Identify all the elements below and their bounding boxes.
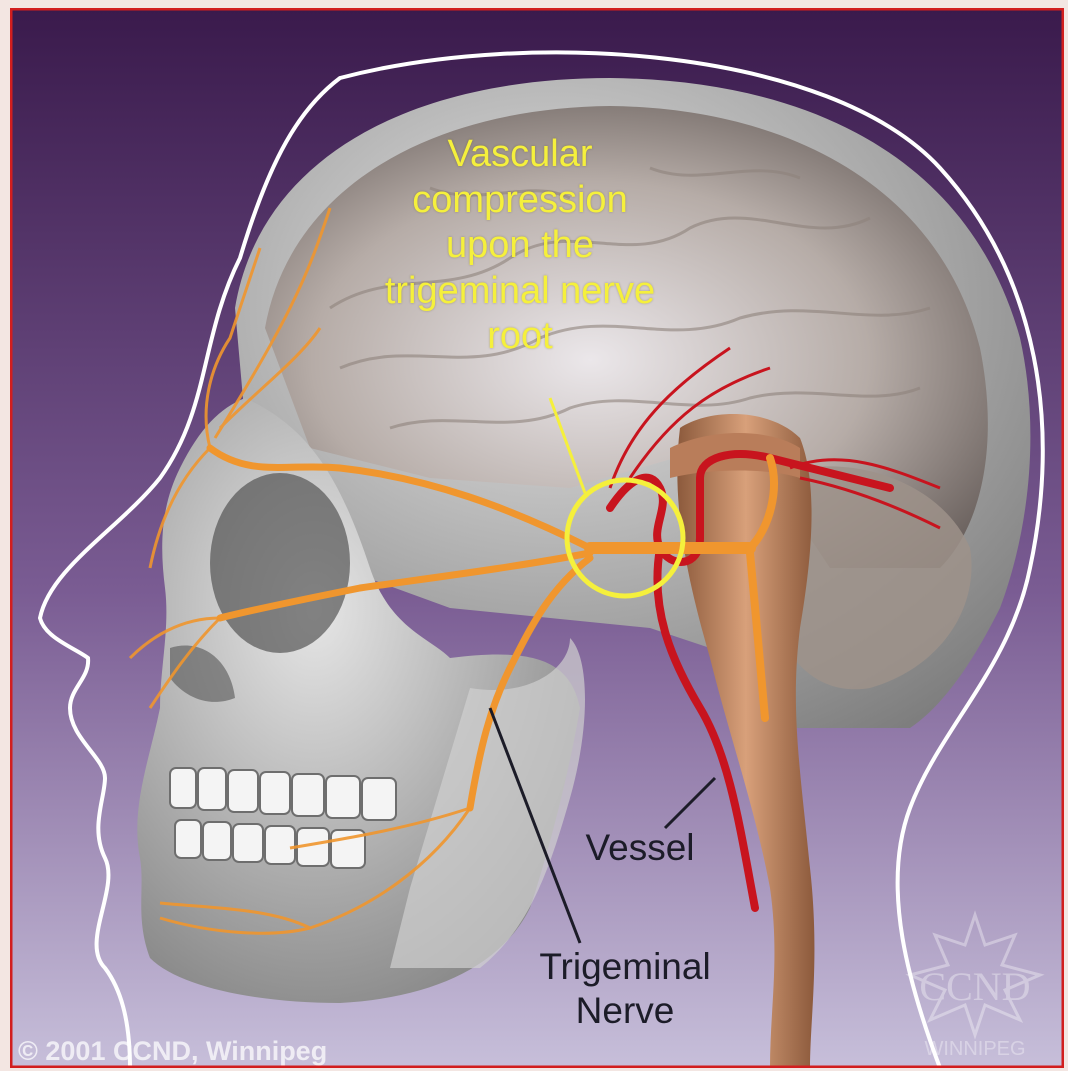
vessel-label: Vessel [560, 826, 720, 870]
ccnd-watermark-logo: CCND WINNIPEG [890, 905, 1060, 1065]
eye-orbit [210, 473, 350, 653]
trigeminal-nerve-label: Trigeminal Nerve [500, 945, 750, 1034]
copyright-text: © 2001 CCND, Winnipeg [18, 1036, 327, 1067]
watermark-text: CCND [919, 964, 1030, 1009]
watermark-subtext: WINNIPEG [924, 1038, 1025, 1060]
compression-label: Vascular compression upon the trigeminal… [350, 132, 690, 360]
